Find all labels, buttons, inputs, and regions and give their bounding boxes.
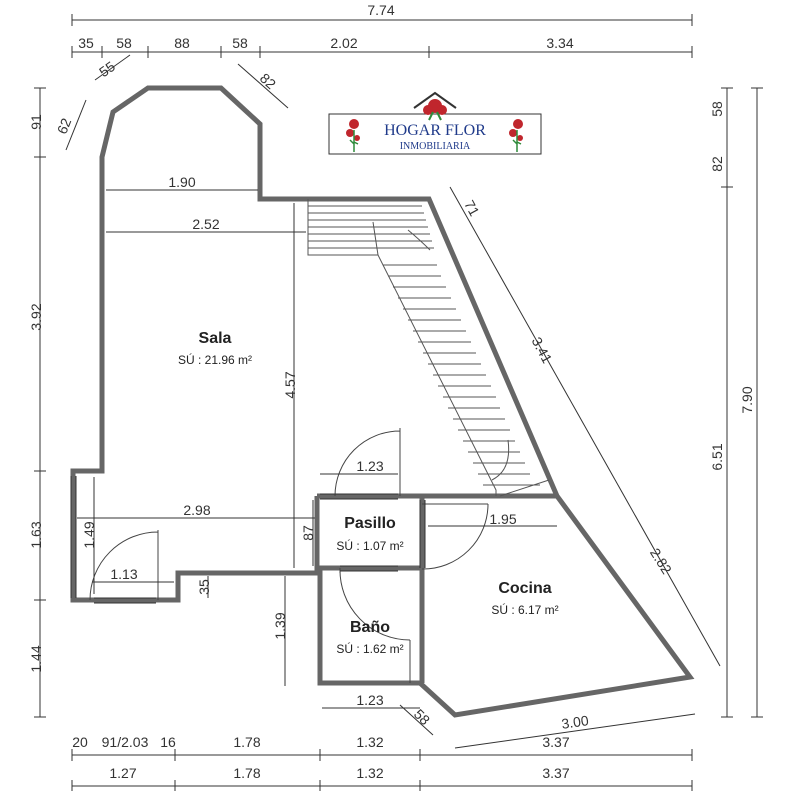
stairs (307, 199, 550, 497)
rose-right-icon (509, 119, 523, 152)
dim-diag-62: 62 (54, 116, 75, 137)
dim-top-seg: 58 (232, 35, 248, 51)
dim-inner-123-top: 1.23 (356, 458, 383, 474)
room-bano-name: Baño (350, 619, 390, 636)
dim-bottom-row1: 1.78 (233, 734, 260, 750)
dim-bottom-row1: 1.32 (356, 734, 383, 750)
room-bano-area: SÚ : 1.62 m² (336, 641, 403, 656)
dim-inner-298: 2.98 (183, 502, 210, 518)
dim-diag-82: 82 (257, 70, 279, 92)
dim-inner-195: 1.95 (489, 511, 516, 527)
dim-inner-190: 1.90 (168, 174, 195, 190)
dim-stair-71: 71 (461, 197, 483, 218)
dim-bottom-row1: 16 (160, 734, 176, 750)
dim-stair-341: 3.41 (529, 334, 556, 366)
dim-top-seg: 2.02 (330, 35, 357, 51)
room-pasillo-area: SÚ : 1.07 m² (336, 538, 403, 553)
inner-dimension-lines (77, 186, 721, 749)
room-sala-name: Sala (199, 330, 232, 347)
dim-inner-149: 1.49 (81, 521, 97, 548)
dim-bottom-row2: 1.32 (356, 765, 383, 781)
dim-bottom-row2: 1.78 (233, 765, 260, 781)
dim-right-651: 6.51 (709, 443, 725, 470)
logo-tagline: INMOBILIARIA (400, 141, 471, 152)
dim-left-91: 91 (28, 114, 44, 130)
dim-right-790: 7.90 (739, 386, 755, 413)
dim-bottom-row1: 3.37 (542, 734, 569, 750)
dim-inner-123-bottom: 1.23 (356, 692, 383, 708)
dim-left-144: 1.44 (28, 645, 44, 672)
door-entry (89, 530, 159, 601)
dim-bottom-row2: 1.27 (109, 765, 136, 781)
dim-top-seg: 58 (116, 35, 132, 51)
dim-bottom-row2: 3.37 (542, 765, 569, 781)
dim-top-total: 7.74 (367, 2, 394, 18)
dim-diag-282: 2.82 (647, 545, 675, 577)
outer-wall (70, 85, 695, 718)
dim-inner-58: 58 (411, 706, 433, 728)
dim-inner-300: 3.00 (560, 712, 589, 732)
dim-inner-113: 1.13 (110, 566, 137, 582)
dim-top-seg: 3.34 (546, 35, 573, 51)
room-sala-area: SÚ : 21.96 m² (178, 352, 252, 367)
dim-right-58: 58 (709, 101, 725, 117)
outer-dimension-lines (34, 14, 763, 791)
door-pasillo (334, 428, 401, 497)
room-cocina-name: Cocina (498, 580, 551, 597)
rose-icon (423, 99, 447, 121)
dim-inner-35: 35 (196, 579, 212, 595)
rose-left-icon (346, 119, 360, 152)
room-cocina-area: SÚ : 6.17 m² (491, 602, 558, 617)
room-pasillo-name: Pasillo (344, 515, 396, 532)
dim-left-163: 1.63 (28, 521, 44, 548)
walls (70, 85, 695, 718)
dim-right-82: 82 (709, 156, 725, 172)
logo-name: HOGAR FLOR (384, 122, 486, 139)
dim-inner-252: 2.52 (192, 216, 219, 232)
dim-bottom-row1: 91/2.03 (102, 734, 149, 750)
doors (70, 428, 489, 683)
dim-top-seg: 35 (78, 35, 94, 51)
dim-inner-139: 1.39 (272, 612, 288, 639)
dim-bottom-row1: 20 (72, 734, 88, 750)
door-cocina (421, 503, 489, 570)
dim-inner-87: 87 (300, 525, 316, 541)
dim-top-seg: 88 (174, 35, 190, 51)
roof-icon (413, 91, 457, 109)
dim-left-392: 3.92 (28, 303, 44, 330)
logo: HOGAR FLOR INMOBILIARIA (328, 91, 542, 155)
dim-inner-457: 4.57 (282, 371, 298, 398)
